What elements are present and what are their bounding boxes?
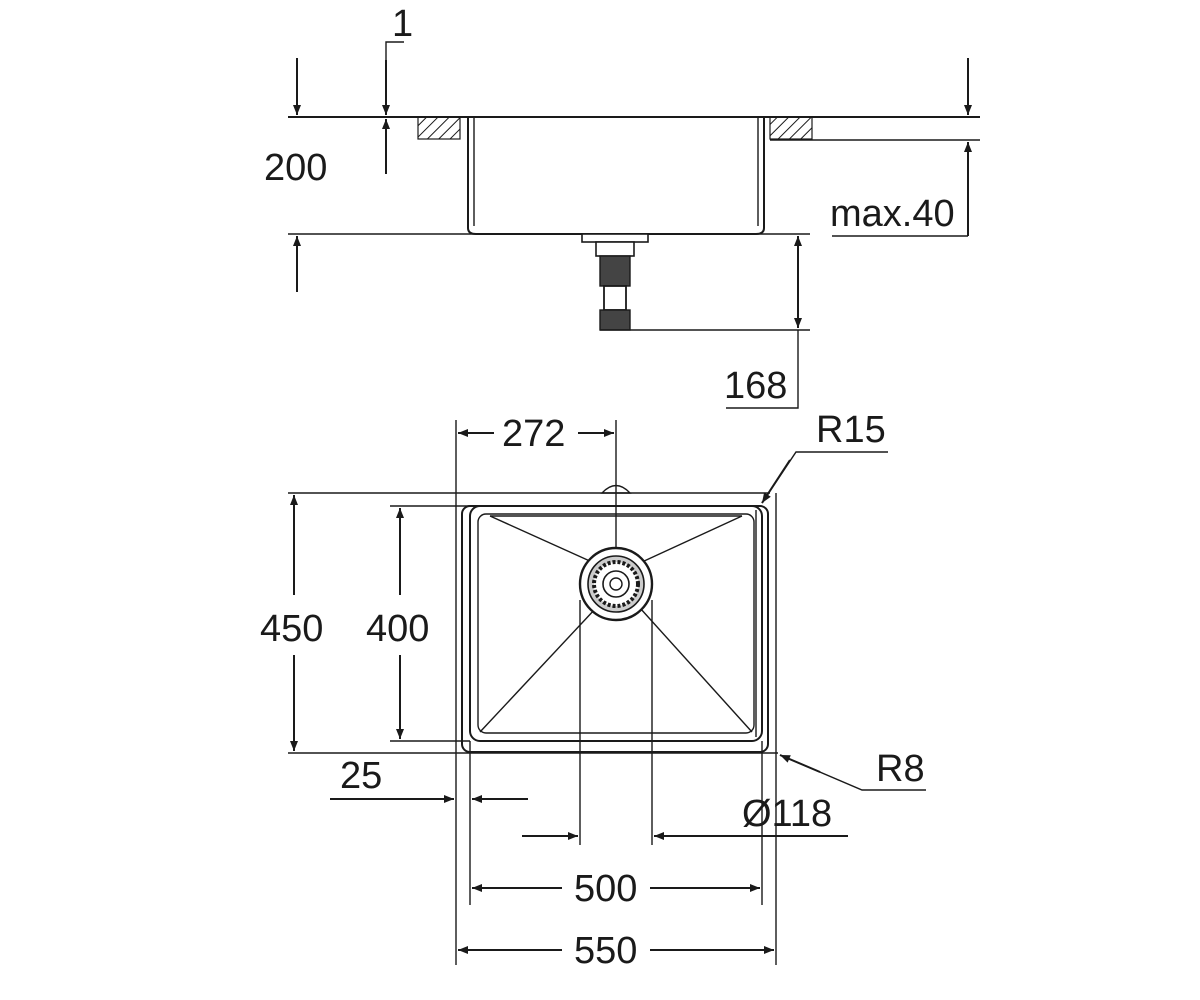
dim-r15-label: R15 <box>816 409 886 451</box>
dim-outer-depth-label: 450 <box>260 608 323 650</box>
dim-drain-leader <box>726 330 799 409</box>
drain-icon <box>578 546 654 622</box>
dim-inner-depth-label: 400 <box>366 608 429 650</box>
dim-depth-label: 200 <box>264 147 327 189</box>
dim-rim-label: 1 <box>392 3 413 45</box>
dim-r15-leader <box>761 451 888 504</box>
slope-line-top-right <box>641 515 743 563</box>
slope-line-bottom-right <box>639 607 753 733</box>
top-view: 272 R15 450 400 25 R8 Ø118 500 550 <box>260 409 926 972</box>
sink-outer-rim <box>461 505 769 753</box>
countertop-right-hatch <box>769 116 813 140</box>
dim-r15-arrow <box>761 459 791 504</box>
basin-profile <box>467 117 765 235</box>
dim-inner-width-label: 500 <box>574 868 637 910</box>
side-view: 1 200 max.40 168 <box>264 3 980 409</box>
dim-offset-label: 272 <box>502 413 565 455</box>
dim-r8-arrow <box>779 754 821 773</box>
dim-rim-leader <box>385 41 404 60</box>
slope-line-bottom-left <box>479 607 597 733</box>
overflow-icon <box>600 484 632 494</box>
dim-outer-width-label: 550 <box>574 930 637 972</box>
dim-drain-label: 168 <box>724 365 787 407</box>
dim-r8-label: R8 <box>876 748 925 790</box>
dim-rim-width-label: 25 <box>340 755 382 797</box>
drain-fitting <box>581 233 649 331</box>
dim-drain-dia-label: Ø118 <box>742 793 832 835</box>
slope-line-top-left <box>489 515 593 563</box>
dim-countertop-label: max.40 <box>830 193 955 235</box>
countertop-left-hatch <box>417 116 461 140</box>
